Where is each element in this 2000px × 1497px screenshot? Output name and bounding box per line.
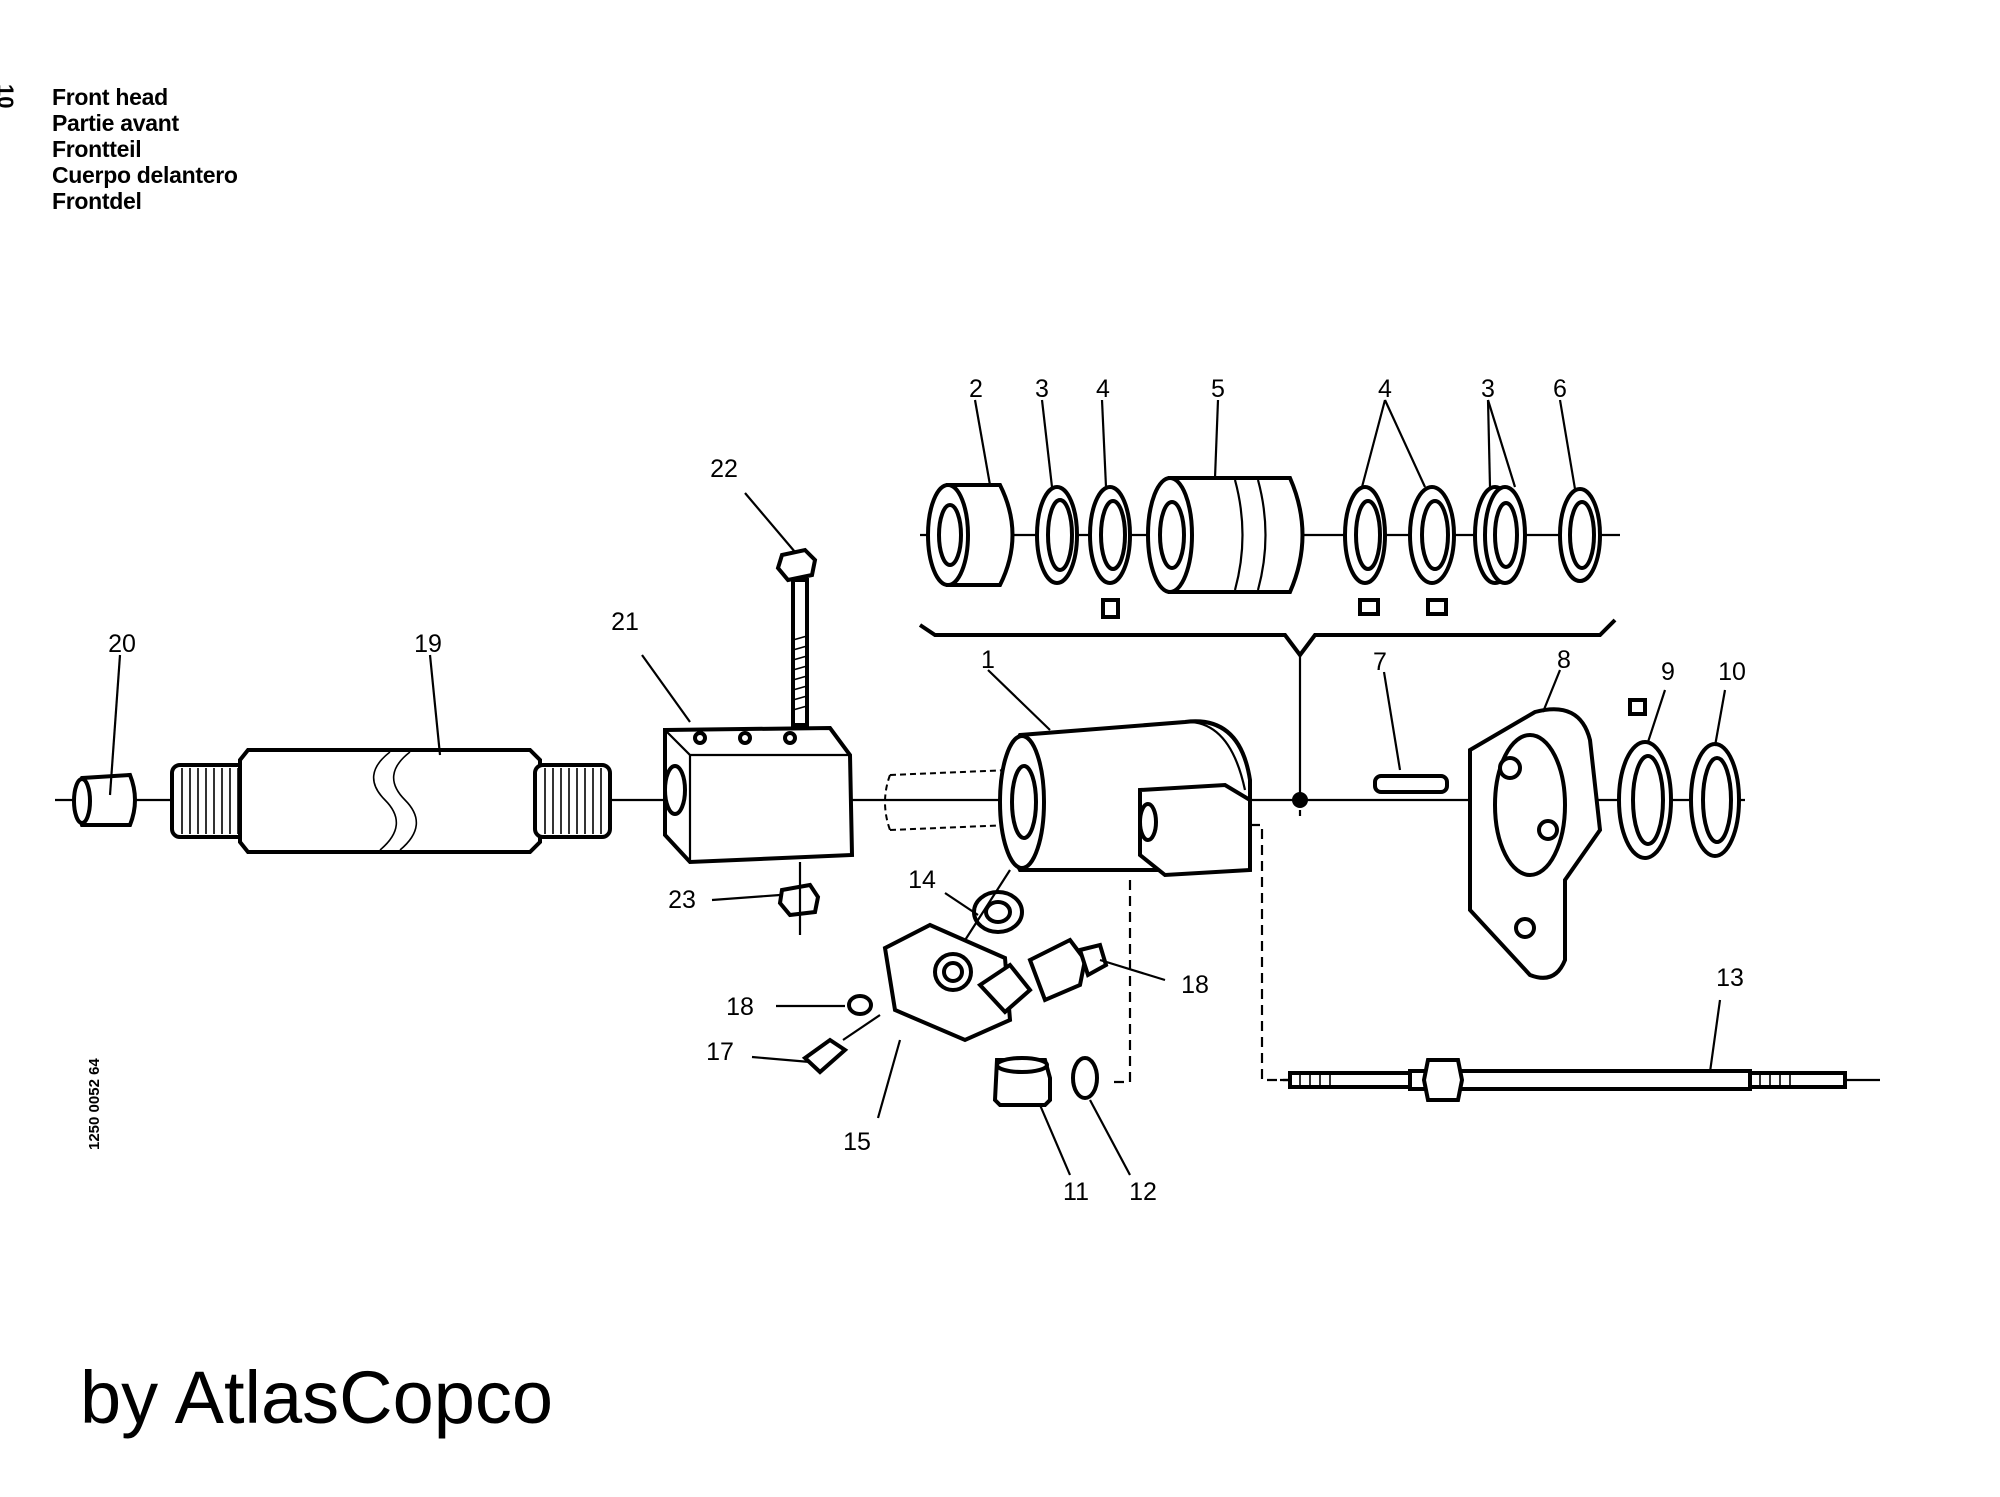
part-7-pin bbox=[1373, 774, 1449, 794]
dashed-route-13 bbox=[1250, 823, 1290, 1082]
part-12-washer bbox=[1071, 1056, 1099, 1100]
seal-group-bracket bbox=[918, 618, 1617, 820]
callout-14: 14 bbox=[908, 866, 936, 894]
part-4-seal-right-b bbox=[1408, 485, 1456, 616]
callout-3-right: 3 bbox=[1481, 375, 1495, 403]
title-english: Front head bbox=[52, 84, 168, 110]
callout-23: 23 bbox=[668, 886, 696, 914]
leader-lines bbox=[108, 399, 1727, 1176]
callout-13: 13 bbox=[1716, 964, 1744, 992]
callout-11: 11 bbox=[1063, 1178, 1089, 1206]
title-german: Frontteil bbox=[52, 136, 142, 162]
part-17-screw bbox=[801, 1014, 881, 1075]
callout-15: 15 bbox=[843, 1128, 871, 1156]
dashed-route-12 bbox=[1112, 880, 1132, 1084]
part-4-seal-right-a bbox=[1343, 485, 1387, 616]
part-15-valve-body bbox=[882, 922, 1033, 1043]
part-10-circlip bbox=[1689, 742, 1741, 858]
part-3-rings-right bbox=[1473, 485, 1527, 585]
callout-1: 1 bbox=[981, 646, 995, 674]
part-11-nut bbox=[992, 1056, 1052, 1107]
callout-labels: 2 3 4 5 4 3 6 22 20 19 21 1 7 8 9 10 23 … bbox=[108, 375, 1746, 1206]
callout-2: 2 bbox=[969, 375, 983, 403]
part-23-nut bbox=[777, 862, 821, 935]
part-18-washer-left bbox=[776, 994, 873, 1016]
callout-6: 6 bbox=[1553, 375, 1567, 403]
callout-20: 20 bbox=[108, 630, 136, 658]
callout-18-right: 18 bbox=[1181, 971, 1209, 999]
footer-credit: by AtlasCopco bbox=[80, 1356, 554, 1439]
part-2-bushing bbox=[926, 483, 1015, 587]
callout-4-left: 4 bbox=[1096, 375, 1110, 403]
part-14-washer bbox=[959, 869, 1024, 949]
callout-17: 17 bbox=[706, 1038, 734, 1066]
part-13-rod bbox=[1280, 1058, 1880, 1102]
title-spanish: Cuerpo delantero bbox=[52, 162, 238, 188]
part-9-ring bbox=[1617, 698, 1673, 860]
part-18-fitting-right bbox=[1027, 937, 1109, 1003]
callout-12: 12 bbox=[1129, 1178, 1157, 1206]
part-6-ring bbox=[1558, 487, 1602, 583]
callout-21: 21 bbox=[611, 608, 639, 636]
title-swedish: Frontdel bbox=[52, 188, 142, 214]
part-19-threaded-tube bbox=[170, 748, 612, 854]
callout-18-left: 18 bbox=[726, 993, 754, 1021]
part-4-seal-left bbox=[1088, 485, 1132, 619]
title-french: Partie avant bbox=[52, 110, 179, 136]
callout-7: 7 bbox=[1373, 648, 1387, 676]
callout-22: 22 bbox=[710, 455, 738, 483]
callout-3-left: 3 bbox=[1035, 375, 1049, 403]
part-21-block bbox=[663, 725, 855, 865]
dotted-sleeve bbox=[884, 769, 1011, 831]
part-5-sleeve bbox=[1146, 476, 1305, 594]
title-block: Front head Partie avant Frontteil Cuerpo… bbox=[52, 84, 238, 214]
callout-5: 5 bbox=[1211, 375, 1225, 403]
callout-19: 19 bbox=[414, 630, 442, 658]
part-1-housing bbox=[998, 719, 1252, 878]
callout-9: 9 bbox=[1661, 658, 1675, 686]
callout-8: 8 bbox=[1557, 646, 1571, 674]
part-8-flange bbox=[1468, 707, 1603, 980]
callout-10: 10 bbox=[1718, 658, 1746, 686]
part-20-cap bbox=[72, 772, 137, 827]
part-22-bolt bbox=[775, 547, 818, 727]
part-3-ring-left bbox=[1035, 485, 1079, 585]
callout-4-right: 4 bbox=[1378, 375, 1392, 403]
